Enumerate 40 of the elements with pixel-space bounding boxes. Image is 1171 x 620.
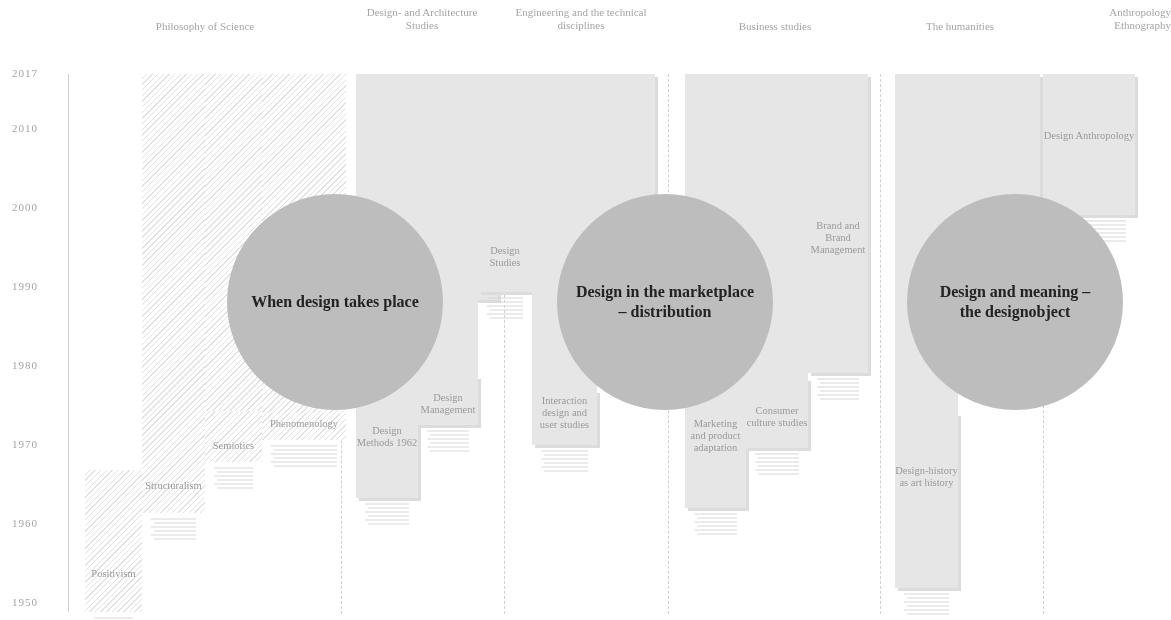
column-heading: Engineering and the technical disciplines [514, 6, 648, 32]
bar-label: Design Studies [488, 245, 522, 269]
hatched-bar [262, 413, 346, 440]
hatched-bar [142, 74, 205, 513]
column-heading: The humanities [924, 20, 996, 33]
timeline-bar [685, 413, 746, 508]
hatched-bar [85, 470, 142, 612]
circle-label: When design takes place [251, 292, 419, 312]
circle-label: Design and meaning – the designobject [938, 282, 1092, 322]
timeline-bar [356, 413, 418, 498]
year-label: 2000 [12, 201, 38, 213]
timeline-bar [1043, 74, 1135, 215]
bar-label: Design-history as art history [895, 465, 958, 489]
column-heading: Anthropology Ethnography [1108, 6, 1171, 32]
column-heading: Design- and Architecture Studies [365, 6, 479, 32]
timeline-bar [895, 413, 958, 588]
circle-label: Design in the marketplace – distribution [574, 282, 756, 322]
year-label: 1990 [12, 280, 38, 292]
bar-label: Semiotics [211, 440, 256, 452]
column-heading: Philosophy of Science [154, 20, 256, 33]
year-label: 1980 [12, 359, 38, 371]
hatched-bar [205, 411, 262, 462]
bar-label: Design Anthropology [1043, 130, 1135, 142]
bar-label: Design Management [419, 392, 477, 416]
year-label: 1970 [12, 438, 38, 450]
column-heading: Business studies [737, 20, 813, 33]
year-label: 1960 [12, 517, 38, 529]
year-label: 1950 [12, 596, 38, 608]
bar-label: Brand and Brand Management [809, 220, 867, 256]
bar-label: Interaction design and user studies [538, 395, 591, 431]
bar-label: Structuralism [144, 480, 203, 492]
bar-label: Design Methods 1962 [356, 425, 418, 449]
bar-label: Positivism [90, 568, 137, 580]
bar-label: Marketing and product adaptation [689, 418, 742, 454]
timeline-bar [532, 390, 597, 445]
year-label: 2017 [12, 66, 38, 79]
bar-label: Phenomenology [268, 418, 340, 430]
bar-label: Consumer culture studies [746, 405, 808, 429]
timeline-bar [808, 74, 868, 373]
year-label: 2010 [12, 122, 38, 134]
